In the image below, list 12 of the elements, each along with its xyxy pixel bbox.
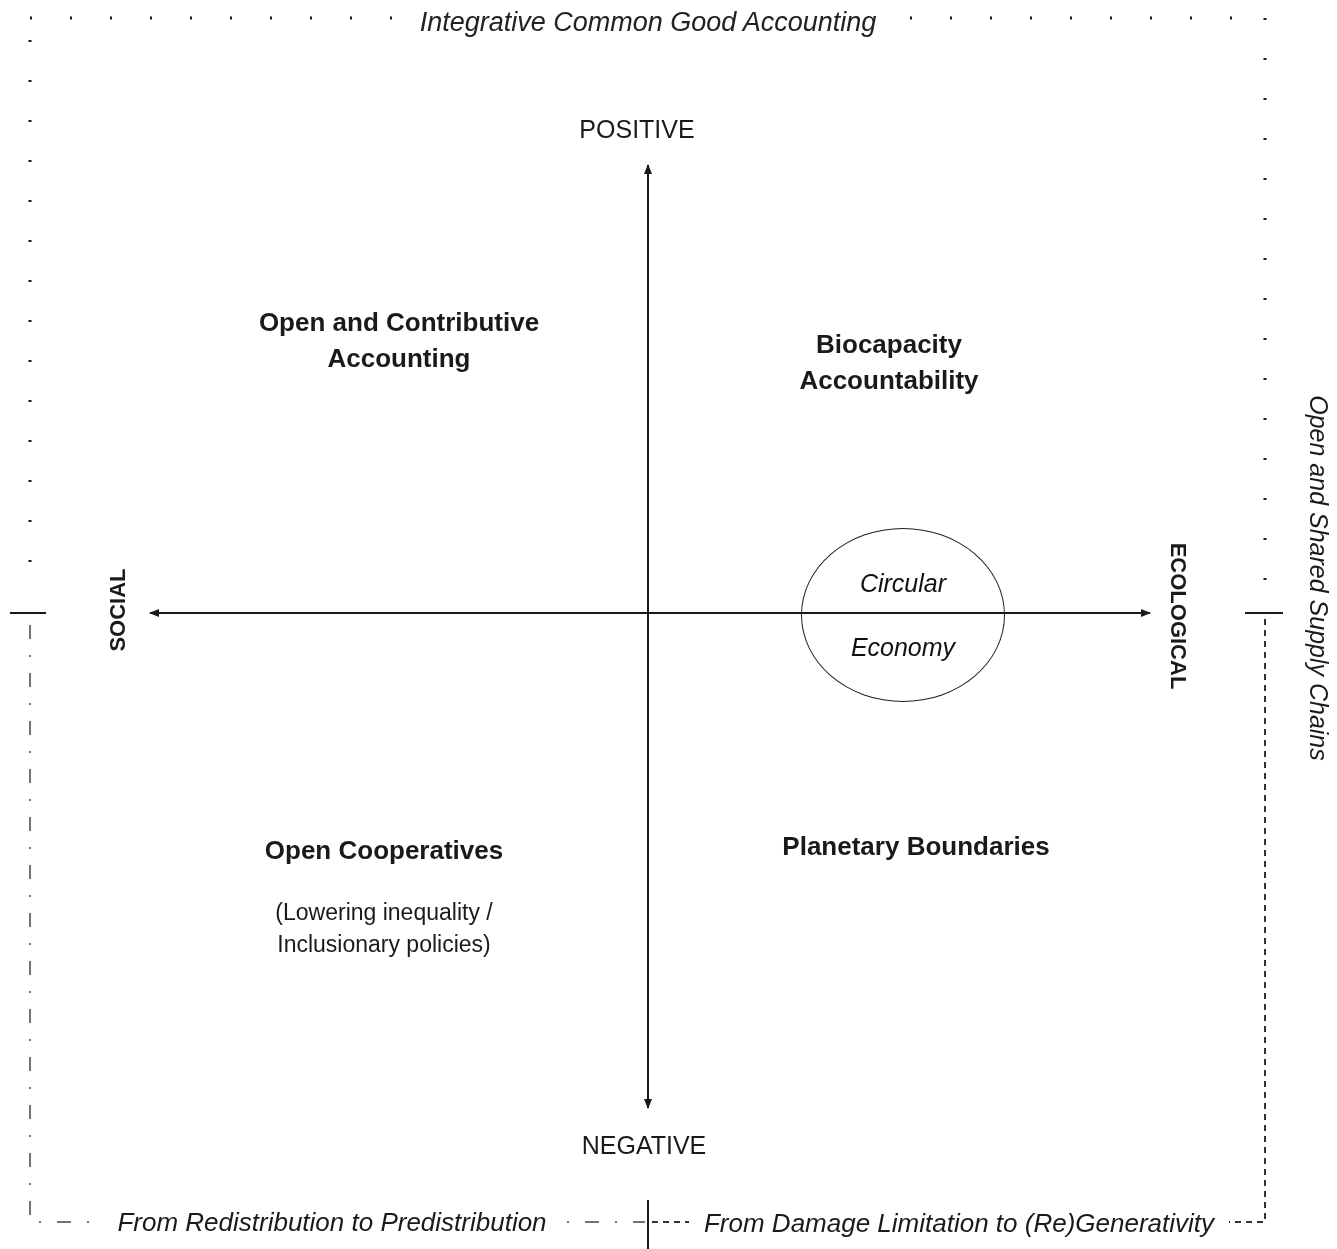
axis-label: SOCIAL xyxy=(103,567,131,654)
quadrant-title: Planetary Boundaries xyxy=(781,829,1051,863)
quadrant-title: Open and Contributive Accounting xyxy=(257,305,541,375)
axis-label: ECOLOGICAL xyxy=(1165,541,1193,692)
quadrant-title: Open Cooperatives xyxy=(263,833,505,867)
quadrant-title: Biocapacity Accountability xyxy=(798,327,980,397)
axis-label: NEGATIVE xyxy=(580,1129,708,1161)
side-label: Open and Shared Supply Chains xyxy=(1303,394,1334,763)
axis-label: POSITIVE xyxy=(578,113,696,145)
node-text: Circular xyxy=(859,568,947,598)
quadrant-note: (Lowering inequality / Inclusionary policies) xyxy=(274,897,494,959)
node-text: Economy xyxy=(850,632,956,662)
